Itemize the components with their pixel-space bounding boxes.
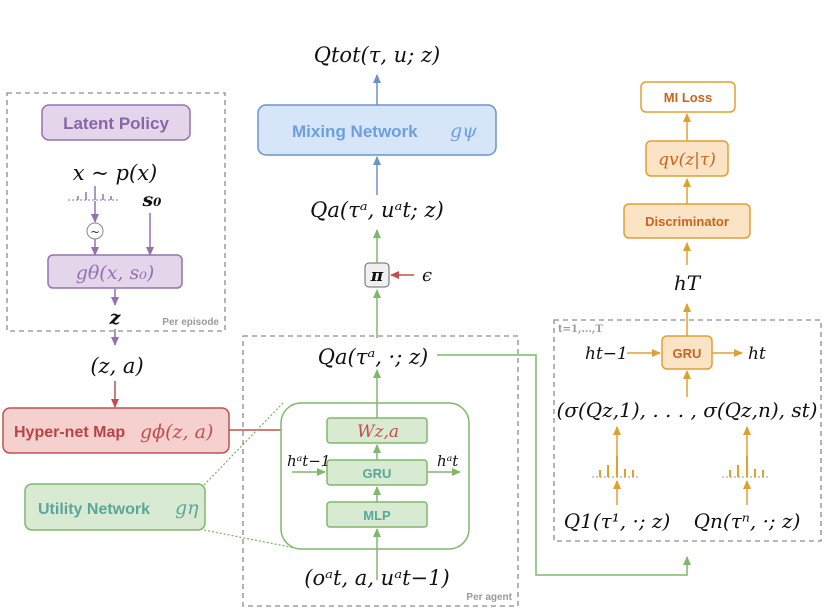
- sigma-tuple: (σ(Qz,1), . . . , σ(Qz,n), st): [557, 398, 818, 422]
- h-next-agent: hᵃt: [437, 452, 459, 470]
- qn-histogram-icon: [722, 456, 770, 478]
- mixing-network-math: gψ: [450, 120, 478, 142]
- agent-gru-label: GRU: [363, 466, 392, 481]
- q1-histogram-icon: [592, 456, 640, 478]
- q-a-all-actions: Qa(τᵃ, ·; z): [318, 345, 428, 369]
- z-label: z: [109, 307, 122, 329]
- latent-policy-label: Latent Policy: [63, 114, 169, 133]
- policy-pi-label: π: [370, 266, 384, 286]
- discriminator-label: Discriminator: [645, 214, 729, 229]
- mi-loss-box[interactable]: [640, 81, 736, 113]
- h-prev-agent: hᵃt−1: [287, 452, 330, 470]
- q1-label: Q1(τ¹, ·; z): [564, 509, 671, 533]
- g-theta-box[interactable]: [47, 254, 183, 289]
- epsilon-label: ϵ: [422, 265, 432, 286]
- per-episode-group: Latent Policy x ~ p(x) s₀ ~ gθ(x, s₀) z …: [6, 92, 226, 332]
- arrow-q-to-discriminator-group: [437, 354, 691, 576]
- per-agent-group: Qa(τᵃ, ·; z) Wz,a GRU MLP hᵃt−1 hᵃt (oᵃt…: [242, 335, 519, 607]
- per-episode-tag: Per episode: [162, 317, 219, 328]
- q-a-selected: Qa(τᵃ, uᵃt; z): [310, 198, 444, 222]
- w-za-label: Wz,a: [357, 422, 399, 442]
- utility-network-math: gη: [175, 497, 199, 519]
- agent-input: (oᵃt, a, uᵃt−1): [304, 566, 449, 590]
- latent-policy-box[interactable]: [41, 104, 191, 141]
- s0-label: s₀: [141, 189, 162, 211]
- per-agent-tag: Per agent: [466, 592, 512, 603]
- g-theta-label: gθ(x, s₀): [76, 262, 155, 284]
- zoom-connector-bottom: [203, 529, 296, 549]
- h-prev-disc: ht−1: [585, 344, 628, 364]
- time-loop-border: [553, 319, 822, 542]
- hypernet-map-math: gϕ(z, a): [140, 421, 213, 443]
- tilde-icon: ~: [90, 225, 100, 239]
- disc-gru-label: GRU: [673, 346, 702, 361]
- distribution-histogram-icon: [68, 186, 118, 201]
- q-v-label: qv(z|τ): [658, 150, 716, 170]
- mlp-label: MLP: [363, 508, 391, 523]
- q-tot-label: Qtot(τ, u; z): [314, 43, 440, 67]
- utility-network-box[interactable]: [24, 483, 206, 531]
- latent-distribution: x ~ p(x): [73, 161, 157, 185]
- per-episode-border: [6, 92, 226, 332]
- mi-loss-label: MI Loss: [664, 90, 712, 105]
- h-T-label: hT: [674, 271, 702, 295]
- utility-network-label: Utility Network: [38, 501, 150, 518]
- time-loop-tag: t=1,...,T: [558, 324, 603, 335]
- per-agent-border: [242, 335, 519, 607]
- h-next-disc: ht: [748, 344, 766, 364]
- qn-label: Qn(τⁿ, ·; z): [694, 509, 801, 533]
- mixing-network-label: Mixing Network: [292, 122, 418, 141]
- z-a-pair: (z, a): [90, 354, 143, 378]
- time-loop-group: t=1,...,T ht−1 GRU ht (σ(Qz,1), . . . , …: [553, 319, 822, 542]
- hypernet-map-label: Hyper-net Map: [14, 424, 125, 441]
